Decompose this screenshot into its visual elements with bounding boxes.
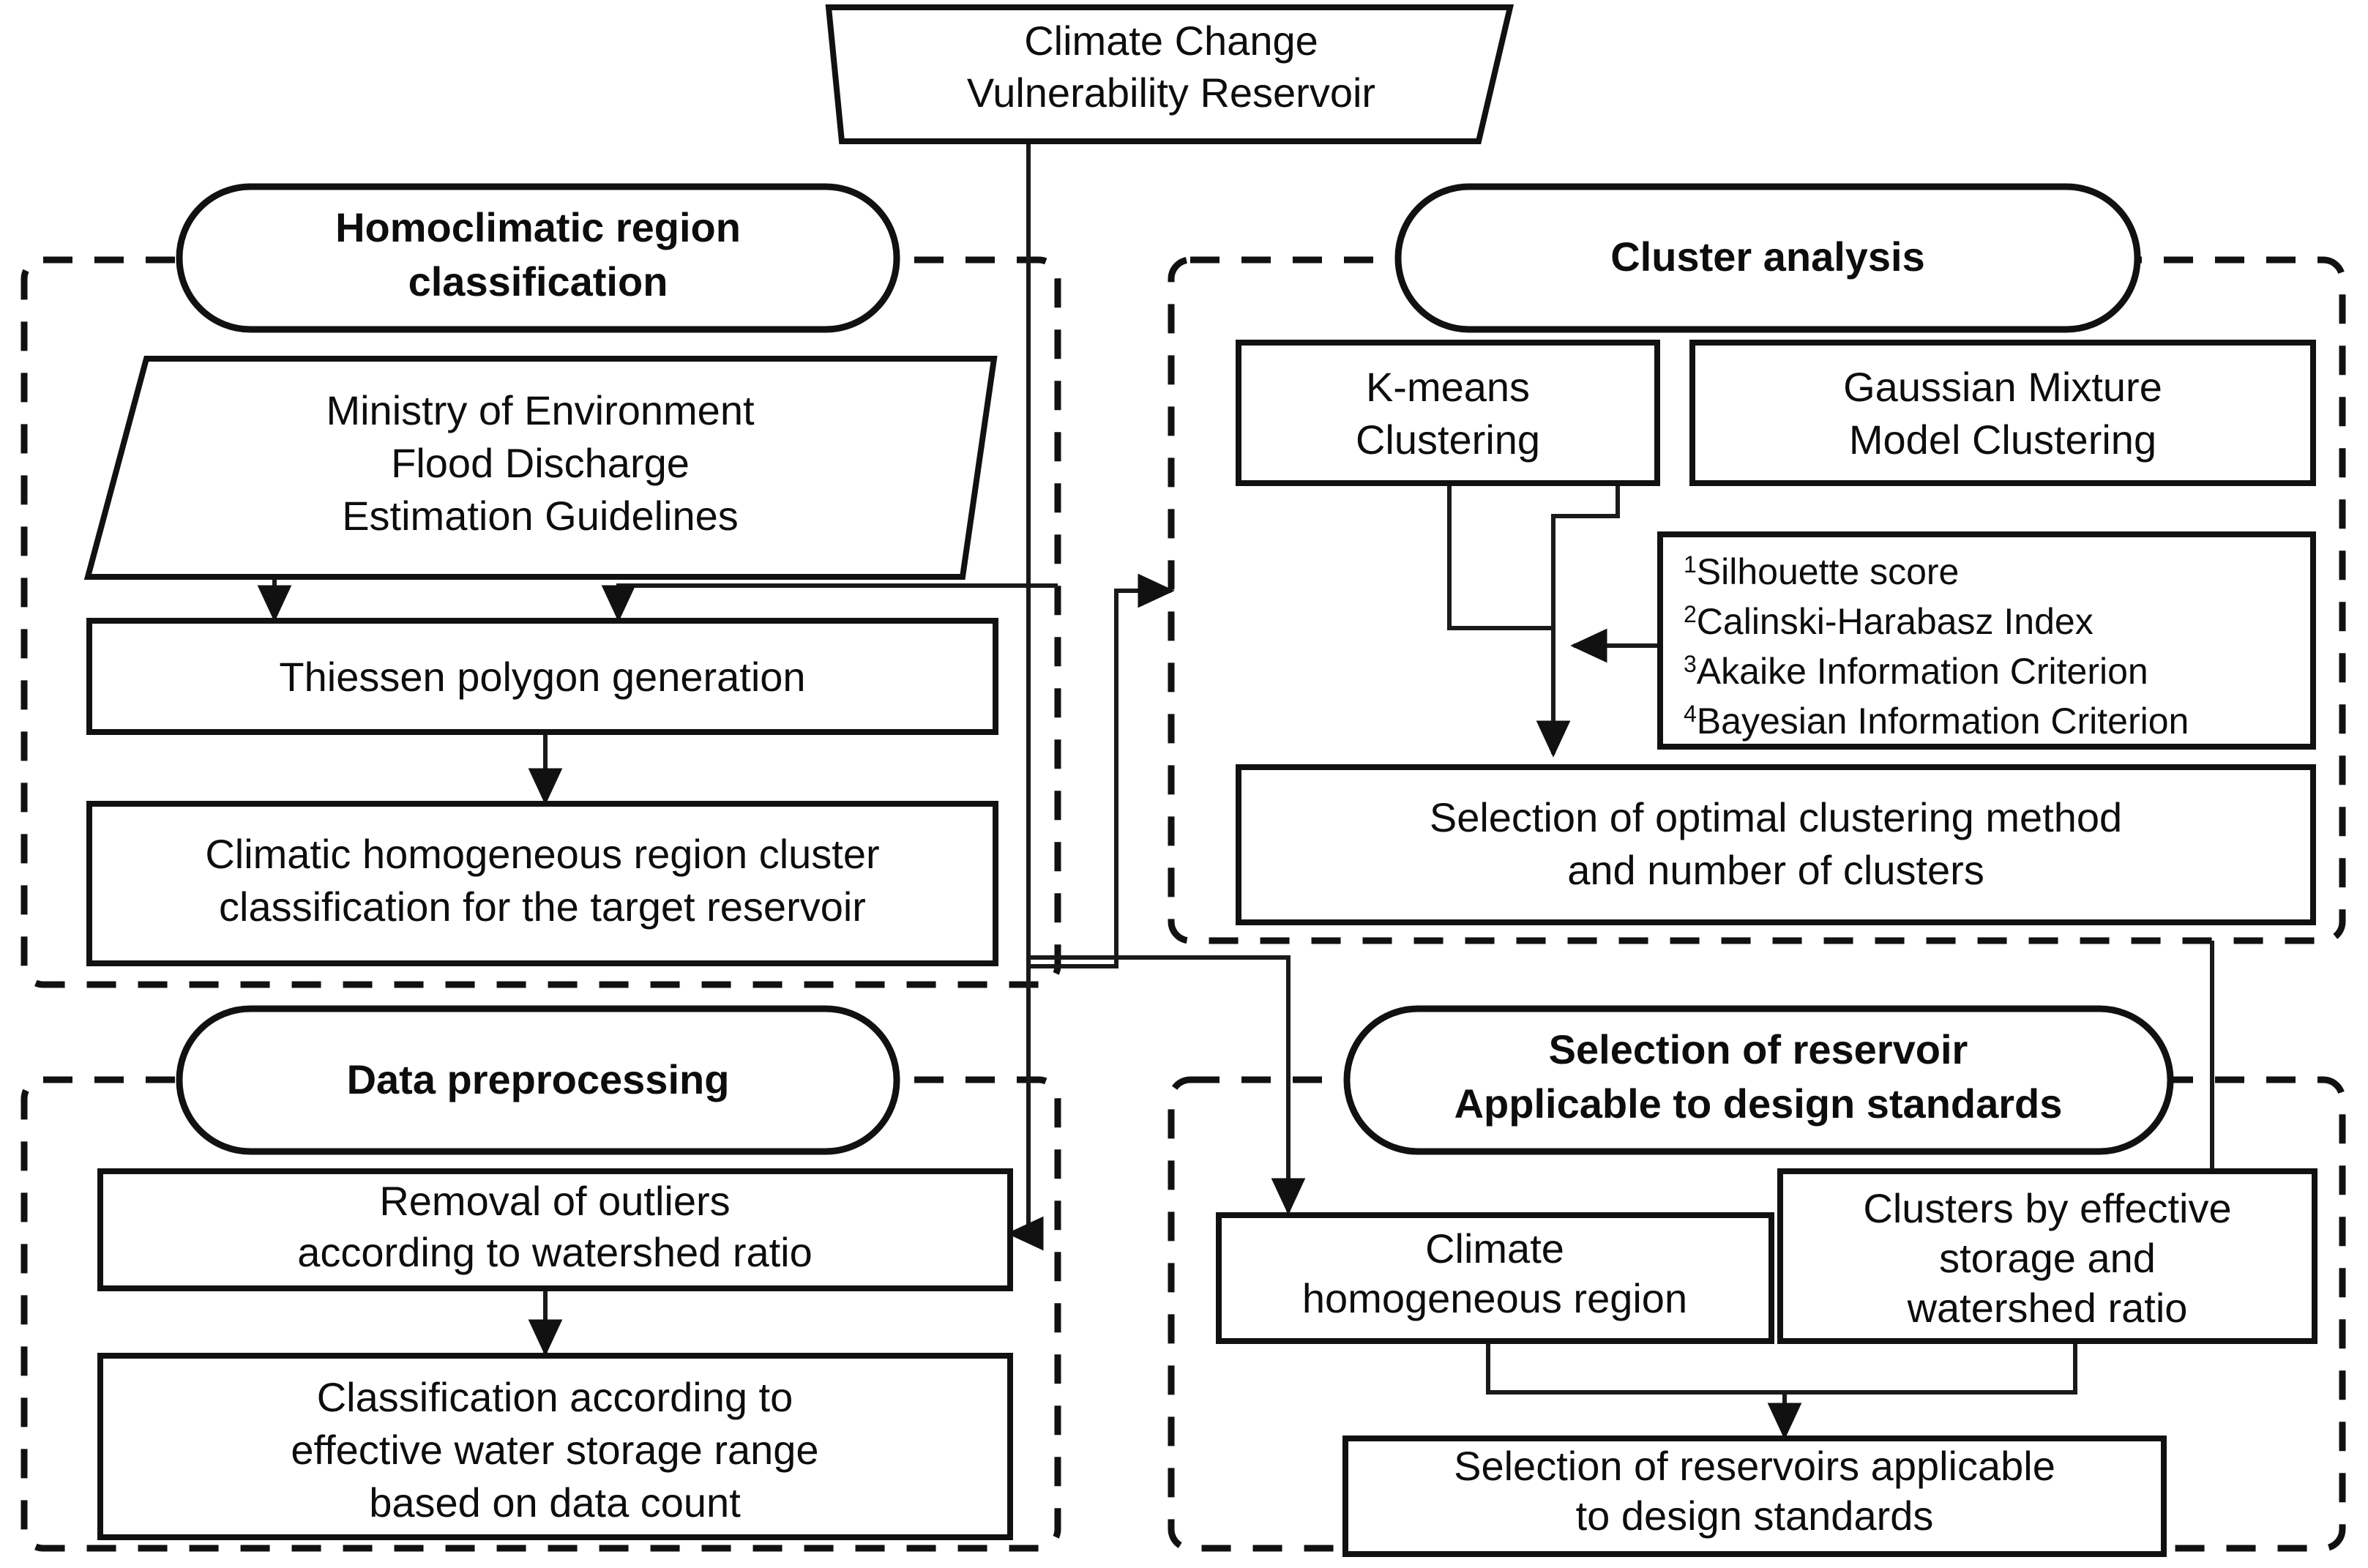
node-kmeans: K-means Clustering [1236, 340, 1660, 486]
group-title-reservoir-selection: Selection of reservoir Applicable to des… [1343, 1005, 2174, 1155]
group-title-homoclimatic-line1: Homoclimatic region [335, 204, 741, 250]
node-climate-homogeneous-region: Climate homogeneous region [1216, 1212, 1774, 1344]
node-criteria-list: 1Silhouette score 2Calinski-Harabasz Ind… [1657, 531, 2316, 750]
clusters-storage-line1: Clusters by effective [1863, 1185, 2231, 1231]
final-selection-line2: to design standards [1576, 1493, 1934, 1539]
connector-storage-to-climate-region [1028, 955, 1306, 1215]
group-title-cluster-analysis: Cluster analysis [1610, 234, 1925, 280]
outliers-line2: according to watershed ratio [297, 1229, 813, 1275]
node-final-selection: Selection of reservoirs applicable to de… [1342, 1436, 2167, 1557]
node-storage-classification: Classification according to effective wa… [97, 1353, 1013, 1540]
criteria-text-4: Bayesian Information Criterion [1697, 701, 2189, 742]
guidelines-line1: Ministry of Environment [326, 387, 755, 433]
group-title-data-preprocessing: Data preprocessing [347, 1056, 730, 1102]
criteria-sup-2: 2 [1684, 601, 1697, 627]
climate-region-line1: Climate [1425, 1225, 1564, 1272]
optimal-line2: and number of clusters [1567, 847, 1984, 893]
start-line2: Vulnerability Reservoir [967, 70, 1375, 116]
gmm-line2: Model Clustering [1849, 417, 2156, 463]
connector-climatic-to-cluster-analysis [1028, 573, 1175, 968]
node-climatic-cluster: Climatic homogeneous region cluster clas… [86, 801, 998, 966]
climatic-cluster-line1: Climatic homogeneous region cluster [205, 831, 879, 877]
kmeans-line2: Clustering [1356, 417, 1540, 463]
group-panel-data-preprocessing [20, 1076, 1061, 1552]
climatic-cluster-line2: classification for the target reservoir [219, 884, 866, 930]
group-title-cluster-analysis: Cluster analysis [1394, 183, 2141, 333]
group-title-reservoir-selection-line1: Selection of reservoir [1549, 1026, 1968, 1072]
connector-feed-to-thiessen [601, 583, 1058, 622]
final-selection-line1: Selection of reservoirs applicable [1454, 1443, 2055, 1489]
storageclass-line3: based on data count [369, 1479, 741, 1526]
criteria-item-3: 3Akaike Information Criterion [1684, 651, 2148, 692]
group-title-homoclimatic-line2: classification [408, 258, 668, 305]
criteria-text-1: Silhouette score [1697, 551, 1960, 592]
clusters-storage-line3: watershed ratio [1907, 1285, 2188, 1331]
node-optimal-selection: Selection of optimal clustering method a… [1236, 764, 2316, 925]
criteria-sup-3: 3 [1684, 651, 1697, 677]
node-guidelines: Ministry of Environment Flood Discharge … [83, 356, 998, 580]
node-gmm: Gaussian Mixture Model Clustering [1689, 340, 2316, 486]
criteria-sup-4: 4 [1684, 701, 1697, 727]
start-line1: Climate Change [1024, 18, 1318, 64]
climate-region-line2: homogeneous region [1302, 1275, 1687, 1321]
group-title-homoclimatic: Homoclimatic region classification [176, 183, 900, 333]
criteria-sup-1: 1 [1684, 551, 1697, 578]
node-thiessen: Thiessen polygon generation [86, 618, 998, 735]
criteria-item-1: 1Silhouette score [1684, 551, 1959, 592]
connector-climate-region-down [1486, 1340, 1785, 1395]
optimal-line1: Selection of optimal clustering method [1430, 794, 2122, 840]
clusters-storage-line2: storage and [1939, 1235, 2156, 1281]
connector-clusters-storage-down [1785, 1340, 2077, 1395]
criteria-text-3: Akaike Information Criterion [1697, 651, 2148, 692]
connector-kmeans-to-junction [1447, 483, 1553, 630]
storageclass-line1: Classification according to [317, 1374, 793, 1420]
storageclass-line2: effective water storage range [291, 1427, 818, 1473]
node-clusters-storage: Clusters by effective storage and waters… [1777, 1168, 2317, 1344]
criteria-text-2: Calinski-Harabasz Index [1697, 601, 2094, 642]
node-outliers: Removal of outliers according to watersh… [97, 1168, 1013, 1291]
guidelines-line3: Estimation Guidelines [342, 493, 739, 539]
thiessen-label: Thiessen polygon generation [279, 654, 805, 700]
gmm-line1: Gaussian Mixture [1843, 364, 2162, 410]
criteria-item-2: 2Calinski-Harabasz Index [1684, 601, 2094, 642]
criteria-item-4: 4Bayesian Information Criterion [1684, 701, 2189, 742]
outliers-line1: Removal of outliers [379, 1178, 730, 1224]
guidelines-line2: Flood Discharge [391, 440, 690, 486]
group-title-data-preprocessing: Data preprocessing [176, 1005, 900, 1155]
connector-gmm-to-junction [1551, 483, 1620, 628]
node-start-climate-change: Climate Change Vulnerability Reservoir [825, 4, 1514, 144]
group-title-reservoir-selection-line2: Applicable to design standards [1454, 1080, 2063, 1127]
kmeans-line1: K-means [1366, 364, 1530, 410]
